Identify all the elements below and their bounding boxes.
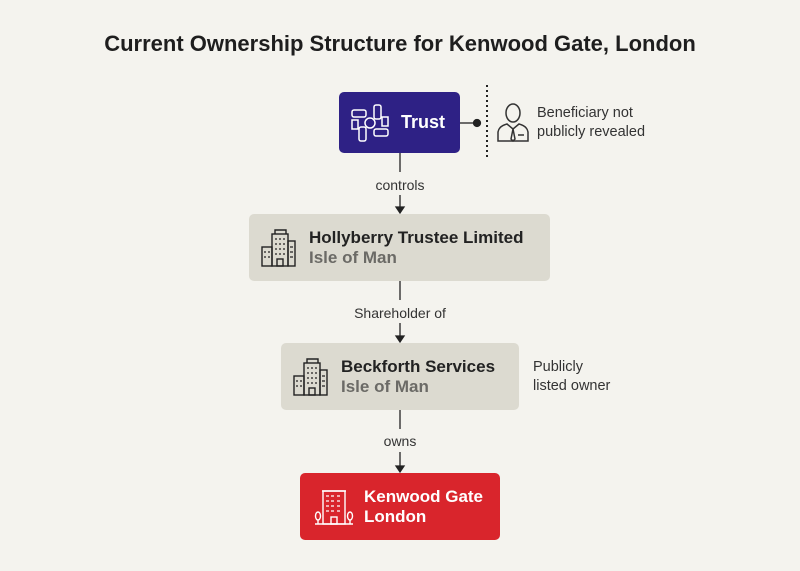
hollyberry-node[interactable]: Hollyberry Trustee Limited Isle of Man	[249, 214, 550, 281]
beckforth-node[interactable]: Beckforth Services Isle of Man	[281, 343, 519, 410]
page-title: Current Ownership Structure for Kenwood …	[104, 31, 696, 56]
hands-together-icon	[351, 103, 389, 142]
beneficiary-line2: publicly revealed	[537, 124, 646, 140]
edge-label-controls: controls	[375, 177, 425, 193]
edge-label-shareholder: Shareholder of	[354, 305, 446, 321]
apartment-building-icon	[314, 489, 354, 525]
kenwood-name: Kenwood Gate	[364, 486, 484, 506]
trust-label: Trust	[401, 112, 446, 132]
beckforth-name: Beckforth Services	[341, 356, 496, 376]
trust-node[interactable]: Trust	[339, 92, 460, 153]
office-building-icon	[293, 357, 328, 396]
beneficiary-line1: Beneficiary not	[537, 105, 633, 121]
office-building-icon	[261, 228, 296, 267]
hollyberry-location: Isle of Man	[309, 247, 397, 267]
hollyberry-name: Hollyberry Trustee Limited	[309, 227, 524, 247]
beckforth-note-line2: listed owner	[533, 378, 611, 394]
beckforth-location: Isle of Man	[341, 376, 429, 396]
beckforth-note-line1: Publicly	[533, 359, 583, 375]
person-icon	[497, 103, 529, 142]
kenwood-location: London	[364, 506, 427, 526]
kenwood-node[interactable]: Kenwood Gate London	[300, 473, 500, 540]
edge-label-owns: owns	[383, 433, 417, 449]
